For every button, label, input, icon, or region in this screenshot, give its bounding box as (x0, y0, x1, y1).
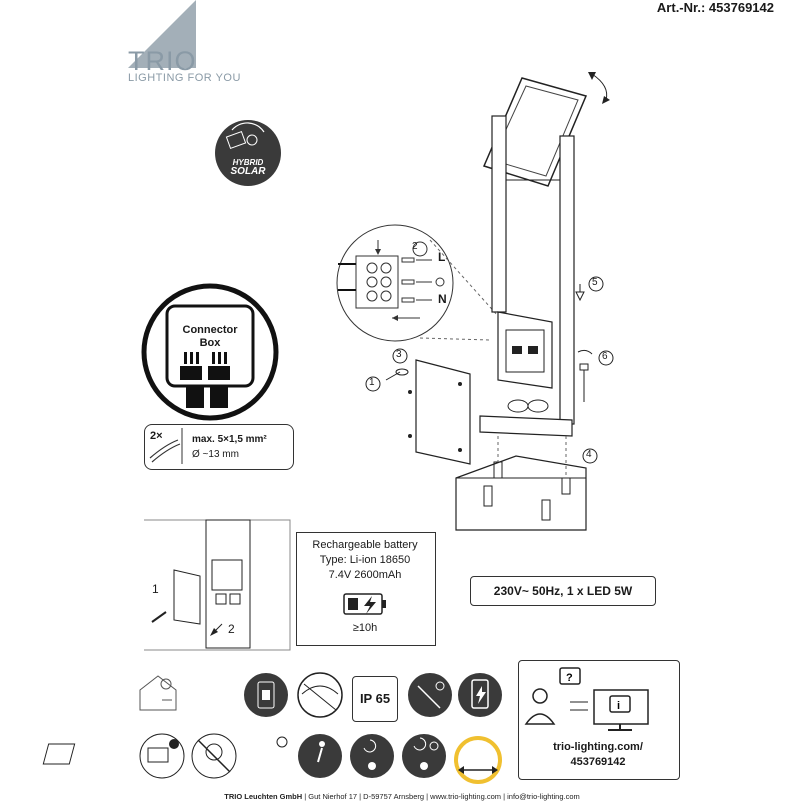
remote-icon (408, 673, 452, 717)
connector-line2: Box (199, 337, 221, 349)
question-icon (559, 667, 581, 685)
brand-tagline: LIGHTING FOR YOU (128, 72, 241, 84)
step-6: 6 (602, 351, 608, 362)
cable-spec: max. 5×1,5 mm² Ø ~13 mm (192, 432, 267, 462)
battery-runtime: ≥10h (352, 622, 378, 634)
arrow-down-icon (375, 249, 381, 255)
footer-details: | Gut Nierhof 17 | D-59757 Arnsberg | ww… (302, 792, 580, 801)
battery-info-box (296, 532, 436, 646)
hybrid-solar-label: HYBRID SOLAR (226, 158, 270, 177)
ground-icon (435, 277, 445, 287)
user-icon (532, 688, 548, 704)
badge-line2: SOLAR (230, 166, 266, 177)
web-code: 453769142 (570, 756, 626, 768)
battery-info: Rechargeable battery Type: Li-ion 18650 … (296, 538, 434, 583)
footer-company: TRIO Leuchten GmbH (224, 792, 303, 801)
arrow-left-icon (392, 315, 398, 321)
article-number: Art.-Nr.: 453769142 (656, 0, 774, 15)
wiring-step-2: 2 (412, 241, 418, 252)
battery-spec: 7.4V 2600mAh (328, 569, 402, 581)
base-block (455, 455, 587, 531)
night-mode-icon (350, 734, 394, 778)
electrical-rating: 230V~ 50Hz, 1 x LED 5W (470, 576, 656, 606)
solar-cell-icon (42, 743, 76, 765)
step-6-circle (598, 350, 614, 366)
logo-triangle-icon (128, 0, 196, 68)
step-1: 1 (369, 377, 375, 388)
web-url[interactable]: trio-lighting.com/ (553, 741, 643, 753)
step-1-circle (365, 376, 381, 392)
cover-plate (415, 359, 471, 465)
wire-l: L (438, 250, 446, 264)
step-4: 4 (586, 449, 592, 460)
brand-name: TRIO (128, 46, 197, 76)
cable-spec-box (144, 424, 294, 470)
maint-step-1: 1 (152, 582, 159, 596)
indoor-outdoor-icon (139, 675, 177, 711)
maint-step-2: 2 (228, 622, 235, 636)
badge-line1: HYBRID (232, 158, 264, 167)
dusk-dawn-icon (402, 734, 446, 778)
connector-box-label: Connector Box (160, 324, 260, 350)
ip-rating: IP 65 (352, 676, 398, 722)
step-3-circle (392, 348, 408, 364)
beam-angle-icon (297, 672, 343, 718)
web-info: trio-lighting.com/ 453769142 (518, 740, 678, 770)
rotate-arrow-icon (591, 73, 608, 101)
battery-type: Type: Li-ion 18650 (319, 554, 411, 566)
pole-left (491, 115, 507, 313)
cable-max: max. 5×1,5 mm² (192, 434, 267, 445)
svg-text:i: i (617, 700, 620, 712)
brightness-icon (454, 736, 502, 784)
wiring-detail (336, 224, 454, 342)
hybrid-solar-icon (215, 120, 281, 186)
svg-text:?: ? (566, 672, 573, 684)
connector-line1: Connector (182, 324, 238, 336)
step-3: 3 (396, 349, 402, 360)
step-5: 5 (592, 277, 598, 288)
footer: TRIO Leuchten GmbH | Gut Nierhof 17 | D-… (0, 792, 804, 801)
cable-diameter: Ø ~13 mm (192, 449, 239, 460)
pole-right (559, 135, 575, 425)
step-5-circle (588, 276, 604, 292)
battery-title: Rechargeable battery (312, 539, 418, 551)
wire-n: N (438, 292, 447, 306)
web-support-box (518, 660, 680, 780)
cable-icon (149, 439, 181, 463)
step-4-circle (582, 448, 598, 464)
cable-count: 2× (150, 430, 163, 442)
